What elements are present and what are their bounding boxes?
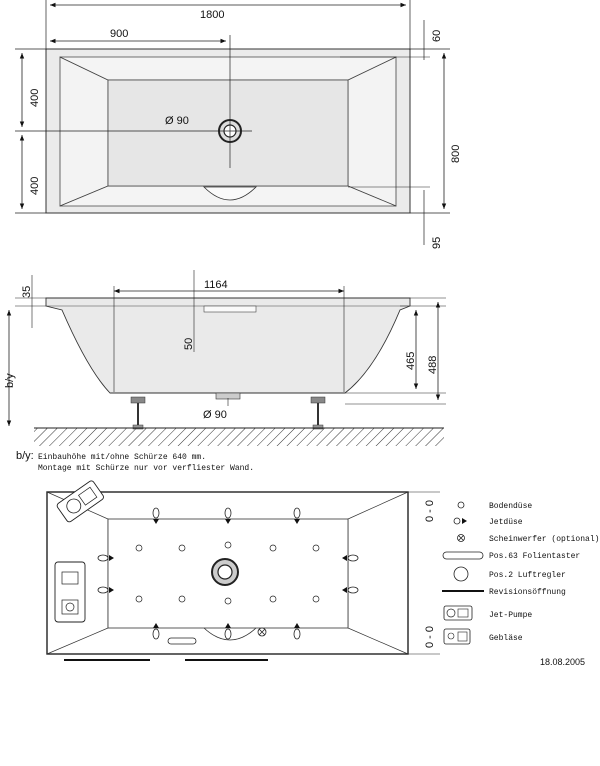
legend-item: Pos.63 Folientaster [442, 551, 580, 561]
jet-nozzle-icon [97, 586, 114, 594]
folientaster-icon [167, 637, 197, 645]
blower-icon [443, 628, 471, 645]
dim-rim-top: 60 [431, 30, 443, 42]
floor-nozzle-icon [224, 597, 232, 605]
legend-item: Jetdüse [453, 517, 523, 527]
legend-item: Bodendüse [457, 501, 532, 511]
floor-nozzle-icon [269, 544, 277, 552]
svg-text:Pos.63 Folientaster: Pos.63 Folientaster [489, 552, 580, 561]
floor-nozzle-icon [135, 544, 143, 552]
jet-pump-icon [443, 605, 473, 621]
legend-item: Pos.2 Luftregler [453, 566, 566, 582]
tub-leg [130, 396, 146, 430]
svg-text:Revisionsöffnung: Revisionsöffnung [489, 588, 566, 597]
floor-nozzle-icon [135, 595, 143, 603]
dim-half-depth-upper: 400 [29, 89, 41, 107]
dim-depth: 800 [450, 145, 462, 163]
tub-leg [310, 396, 326, 430]
drain-diameter-label: Ø 90 [165, 115, 189, 127]
floor-nozzle-icon [224, 541, 232, 549]
notes-label: b/y: [16, 450, 34, 462]
rounded-bar-icon [442, 551, 484, 560]
legend: Bodendüse Jetdüse Scheinwerfer (optional… [442, 501, 599, 645]
svg-text:Bodendüse: Bodendüse [489, 502, 532, 511]
circle-arrow-icon [453, 517, 467, 525]
dim-by: b/y [4, 373, 16, 388]
jet-nozzle-icon [152, 507, 160, 524]
svg-text:Jetdüse: Jetdüse [489, 518, 523, 527]
top-view: Ø 90 1800 900 400 400 800 60 95 [15, 0, 462, 249]
legend-item: Scheinwerfer (optional) [457, 534, 599, 544]
jet-nozzle-icon [293, 507, 301, 524]
legend-item: Gebläse [443, 628, 523, 645]
legend-item: Jet-Pumpe [443, 605, 532, 621]
side-drain-label: Ø 90 [203, 409, 227, 421]
notes-line-1: Einbauhöhe mit/ohne Schürze 640 mm. [38, 453, 206, 462]
dim-half-depth-lower: 400 [29, 177, 41, 195]
headlight-icon [257, 627, 267, 637]
floor-nozzle-icon [178, 544, 186, 552]
jet-nozzles [97, 507, 359, 640]
jet-pump-unit-icon [56, 480, 104, 523]
blower-unit-icon [54, 561, 86, 623]
dim-length: 1800 [200, 9, 224, 21]
cross-circle-icon [457, 534, 465, 542]
jet-nozzle-icon [224, 507, 232, 524]
big-circle-icon [453, 566, 469, 582]
notes-line-2: Montage mit Schürze nur vor verfliester … [38, 464, 254, 473]
floor-nozzles [135, 541, 320, 605]
circle-outline-icon [457, 501, 465, 509]
floor-nozzle-icon [269, 595, 277, 603]
svg-text:Scheinwerfer (optional): Scheinwerfer (optional) [489, 535, 599, 544]
svg-text:Gebläse: Gebläse [489, 634, 523, 643]
floor-nozzle-icon [312, 544, 320, 552]
jet-nozzle-icon [342, 586, 359, 594]
side-view: Ø 90 1164 50 35 b/y 465 [4, 270, 446, 446]
installation-notes: b/y: Einbauhöhe mit/ohne Schürze 640 mm.… [16, 450, 254, 473]
dim-half-length: 900 [110, 28, 128, 40]
dim-height-total: 488 [427, 356, 439, 374]
dim-rim-bottom: 95 [431, 237, 443, 249]
floor-nozzle-icon [178, 595, 186, 603]
jet-nozzle-icon [224, 623, 232, 640]
svg-text:Jet-Pumpe: Jet-Pumpe [489, 611, 532, 620]
drawing-date: 18.08.2005 [540, 657, 585, 667]
jet-nozzle-icon [293, 623, 301, 640]
legend-item: Revisionsöffnung [442, 588, 566, 597]
svg-text:Pos.2 Luftregler: Pos.2 Luftregler [489, 571, 566, 580]
jet-nozzle-icon [152, 623, 160, 640]
dim-drain-depth: 50 [183, 338, 195, 350]
jet-nozzle-icon [342, 554, 359, 562]
plan-view: 0 - 0 0 - 0 [46, 480, 440, 661]
dim-inner-length: 1164 [204, 279, 228, 291]
jet-nozzle-icon [97, 554, 114, 562]
overflow-recess [203, 186, 257, 201]
dim-height-inner: 465 [405, 352, 417, 370]
floor-hatch [34, 428, 444, 446]
plan-side-dim-top: 0 - 0 [424, 500, 436, 522]
plan-side-dim-bottom: 0 - 0 [424, 626, 436, 648]
dim-rim-height: 35 [21, 286, 33, 298]
floor-nozzle-icon [312, 595, 320, 603]
